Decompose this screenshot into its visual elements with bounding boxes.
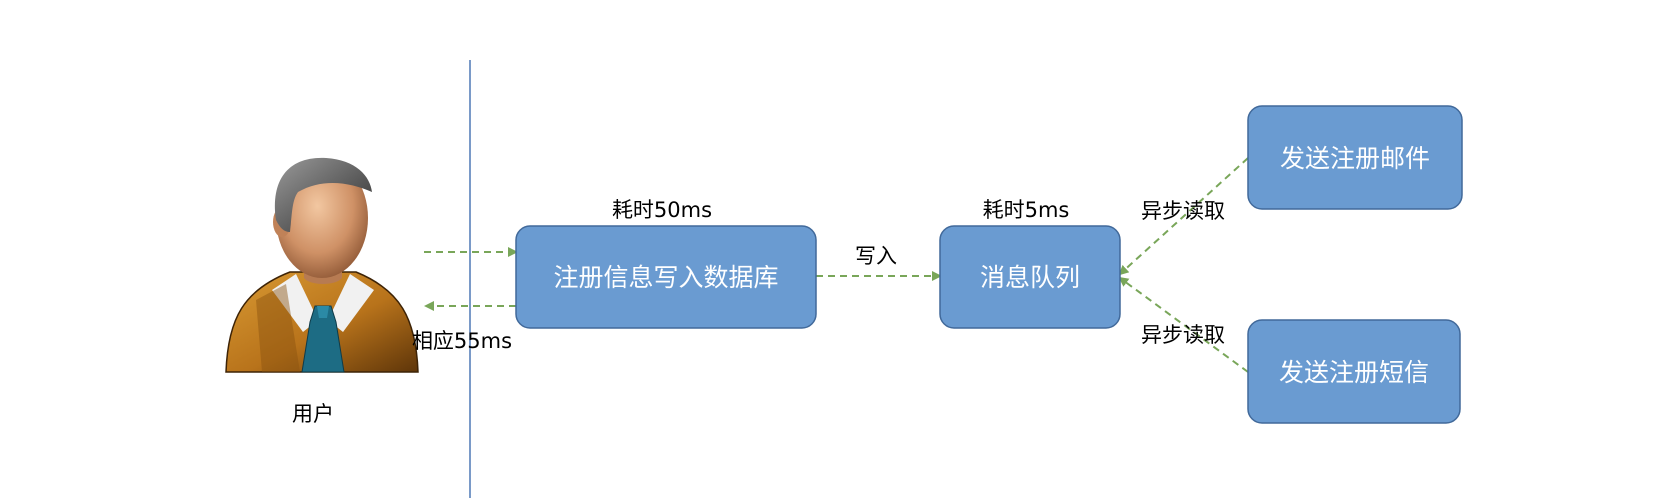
queue-time-label: 耗时5ms <box>983 198 1070 222</box>
node-sms: 发送注册短信 <box>1247 319 1461 424</box>
write-label: 写入 <box>855 244 897 268</box>
db-time-label: 耗时50ms <box>612 198 712 222</box>
edge-sms-to-queue <box>1118 276 1249 373</box>
response-time-label: 相应55ms <box>412 329 512 353</box>
node-sms-label: 发送注册短信 <box>1279 358 1429 387</box>
node-db-write: 注册信息写入数据库 <box>515 225 817 329</box>
user-label: 用户 <box>292 402 334 426</box>
edge-email-to-queue <box>1118 157 1249 276</box>
node-queue: 消息队列 <box>939 225 1121 329</box>
node-email-label: 发送注册邮件 <box>1280 144 1430 173</box>
user-avatar-icon <box>225 157 419 373</box>
node-queue-label: 消息队列 <box>980 263 1080 292</box>
node-db-write-label: 注册信息写入数据库 <box>553 263 778 292</box>
async-read-email-label: 异步读取 <box>1141 199 1225 223</box>
async-read-sms-label: 异步读取 <box>1141 323 1225 347</box>
node-email: 发送注册邮件 <box>1247 105 1463 210</box>
